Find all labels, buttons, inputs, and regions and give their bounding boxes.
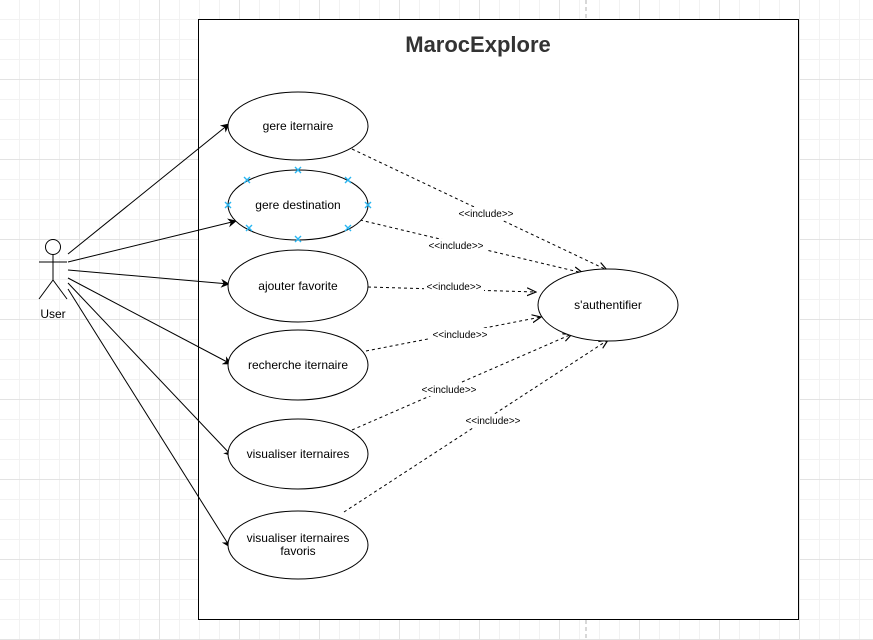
use-case-label: recherche iternaire [248,358,348,372]
association-gere-iternaire[interactable] [67,123,230,255]
actor-label: User [40,307,65,321]
actor-left-leg [38,279,54,300]
association-visualiser-iternaires[interactable] [67,282,233,457]
include-visualiser-iternaires[interactable] [351,334,572,431]
use-case-label: ajouter favorite [258,279,338,293]
association-visualiser-favoris[interactable] [67,288,231,548]
include-label: <<include>> [432,330,487,341]
use-case-label: gere iternaire [263,119,334,133]
use-case-label: gere destination [255,198,340,212]
association-gere-destination[interactable] [67,218,237,263]
use-case-gere-iternaire[interactable]: gere iternaire [227,91,369,161]
include-gere-iternaire[interactable] [351,148,607,270]
system-title: MarocExplore [405,32,551,57]
use-case-ajouter-favorite[interactable]: ajouter favorite [227,249,369,323]
associations [67,123,237,548]
use-case-gere-destination[interactable]: gere destination [224,166,372,243]
use-case-label: visualiser iternaires [247,447,350,461]
association-recherche-iternaire[interactable] [67,277,232,365]
include-labels: <<include>> <<include>> <<include>> <<in… [419,207,523,427]
user-actor[interactable]: User [38,239,68,322]
use-case-visualiser-iternaires[interactable]: visualiser iternaires [227,418,369,490]
include-label: <<include>> [428,241,483,252]
use-case-label: s'authentifier [574,298,642,312]
include-label: <<include>> [465,416,520,427]
use-case-label: visualiser iternaires [247,531,350,545]
include-label: <<include>> [458,209,513,220]
include-label: <<include>> [421,385,476,396]
include-label: <<include>> [426,282,481,293]
association-ajouter-favorite[interactable] [67,269,230,288]
selection-handles[interactable] [224,166,372,243]
actor-head [45,239,61,255]
use-case-recherche-iternaire[interactable]: recherche iternaire [227,329,369,401]
use-case-visualiser-iternaires-favoris[interactable]: visualiser iternaires favoris [227,510,369,580]
use-case-s-authentifier[interactable]: s'authentifier [537,268,679,342]
actor-right-leg [52,279,68,300]
use-case-label: favoris [280,544,315,558]
